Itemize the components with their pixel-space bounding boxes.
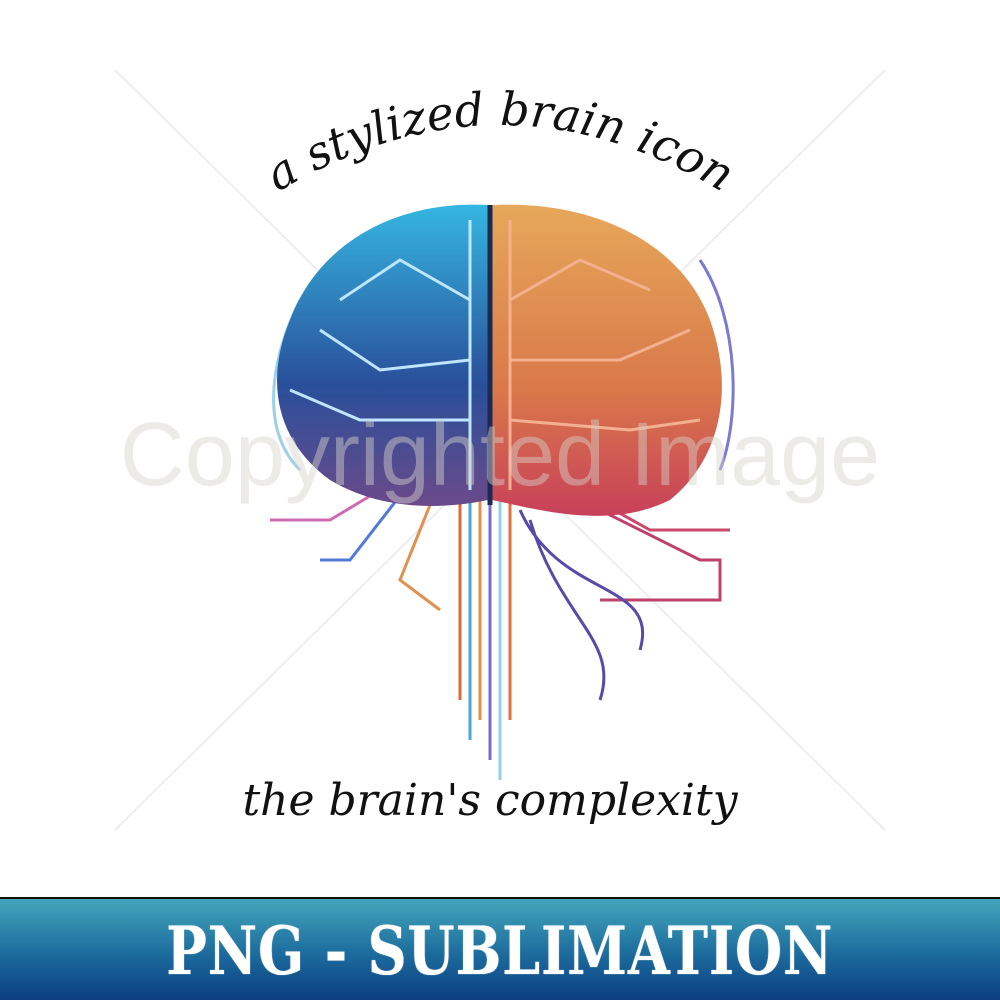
banner-label: PNG - SUBLIMATION [166, 911, 834, 990]
bottom-caption: the brain's complexity [242, 775, 738, 826]
top-caption-text: a stylized brain icon [256, 82, 744, 202]
right-circuits [508, 220, 701, 490]
brain-illustration: Copyrighted Image a stylized brain icon … [114, 69, 886, 831]
watermark-text: Copyrighted Image [120, 405, 880, 505]
left-circuits [289, 220, 472, 490]
sublimation-banner: PNG - SUBLIMATION [0, 897, 1000, 1000]
top-caption: a stylized brain icon [256, 82, 744, 202]
